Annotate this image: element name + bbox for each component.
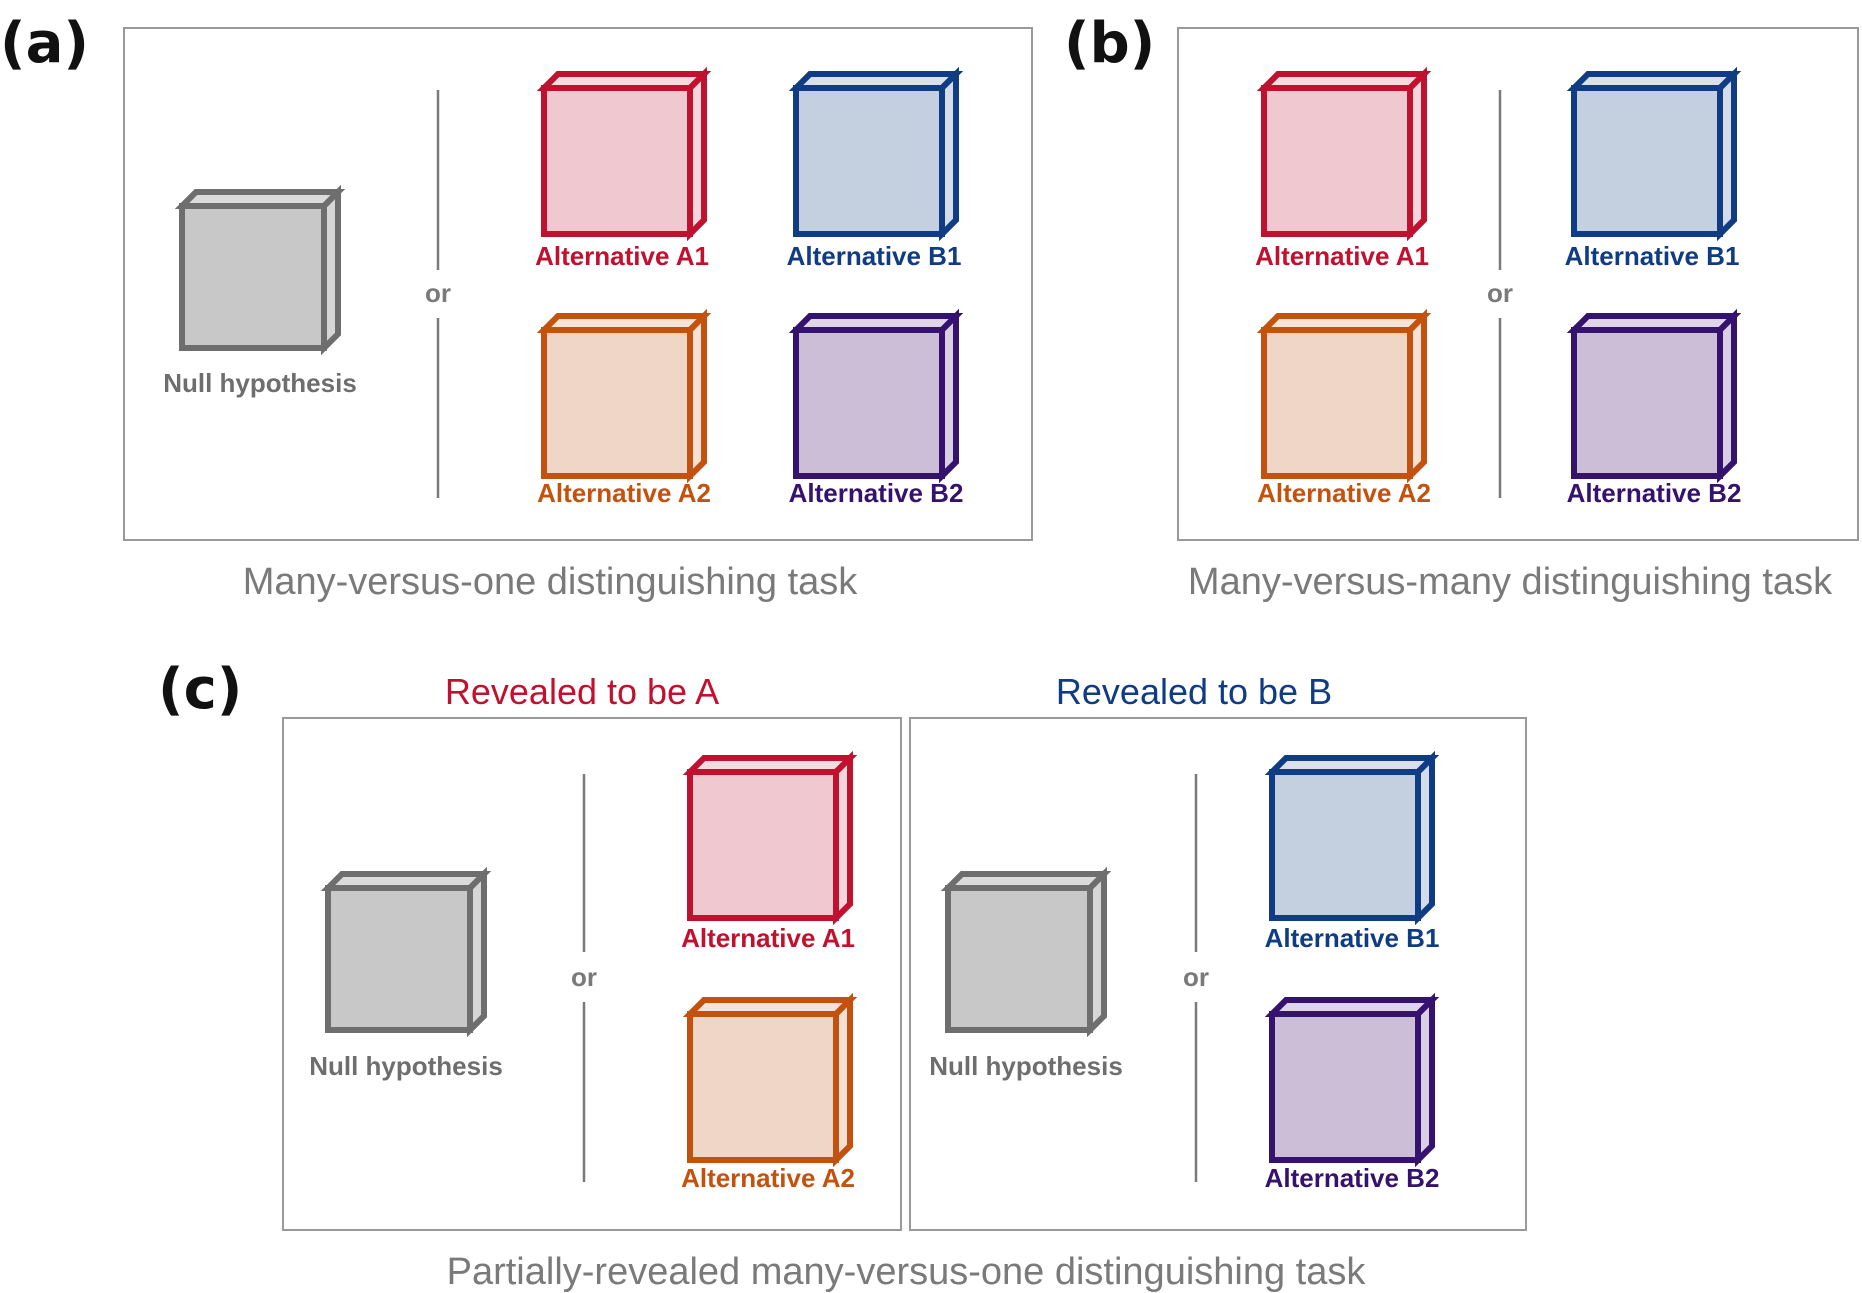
cube-front-face — [1269, 1011, 1421, 1163]
or-label: or — [1183, 962, 1209, 992]
panel-c-label: (c) — [158, 657, 242, 722]
cube-front-face — [793, 327, 945, 479]
null-hypothesis-label: Null hypothesis — [929, 1051, 1123, 1081]
revealed-b-frame — [909, 717, 1527, 1231]
null-hypothesis-cube — [940, 866, 1112, 1038]
alternative-a1-label: Alternative A1 — [681, 923, 855, 953]
alternative-a2-cube — [682, 992, 858, 1168]
cube-front-face — [325, 885, 473, 1033]
or-label: or — [571, 962, 597, 992]
alternative-a1-cube — [536, 66, 712, 242]
alternative-a2-cube — [1256, 308, 1432, 484]
alternative-b1-label: Alternative B1 — [787, 241, 962, 271]
alternative-a1-cube — [682, 750, 858, 926]
revealed-b-title: Revealed to be B — [1056, 671, 1332, 712]
alternative-b2-label: Alternative B2 — [1265, 1163, 1440, 1193]
or-label: or — [1487, 278, 1513, 308]
cube-front-face — [793, 85, 945, 237]
cube-front-face — [1571, 85, 1723, 237]
alternative-b2-cube — [1566, 308, 1742, 484]
alternative-b1-cube — [1264, 750, 1440, 926]
panel-b-caption: Many-versus-many distinguishing task — [1188, 561, 1833, 603]
null-hypothesis-label: Null hypothesis — [163, 368, 357, 398]
cube-front-face — [1269, 769, 1421, 921]
cube-front-face — [541, 327, 693, 479]
alternative-a1-label: Alternative A1 — [1255, 241, 1429, 271]
alternative-b2-cube — [1264, 992, 1440, 1168]
cube-front-face — [179, 203, 327, 351]
panel-b-frame — [1177, 27, 1859, 541]
null-hypothesis-cube — [320, 866, 492, 1038]
or-label: or — [425, 278, 451, 308]
alternative-a1-label: Alternative A1 — [535, 241, 709, 271]
alternative-b1-cube — [788, 66, 964, 242]
alternative-b1-label: Alternative B1 — [1565, 241, 1740, 271]
cube-front-face — [1261, 327, 1413, 479]
panel-a-frame — [123, 27, 1033, 541]
alternative-b2-cube — [788, 308, 964, 484]
panel-a-label: (a) — [0, 11, 89, 76]
panel-b-label: (b) — [1064, 11, 1155, 76]
cube-front-face — [1571, 327, 1723, 479]
alternative-a2-cube — [536, 308, 712, 484]
revealed-a-frame — [282, 717, 902, 1231]
alternative-a1-cube — [1256, 66, 1432, 242]
cube-front-face — [687, 1011, 839, 1163]
alternative-a2-label: Alternative A2 — [537, 478, 711, 508]
null-hypothesis-cube — [174, 184, 346, 356]
revealed-a-title: Revealed to be A — [445, 671, 719, 712]
alternative-a2-label: Alternative A2 — [1257, 478, 1431, 508]
null-hypothesis-label: Null hypothesis — [309, 1051, 503, 1081]
cube-front-face — [945, 885, 1093, 1033]
alternative-a2-label: Alternative A2 — [681, 1163, 855, 1193]
alternative-b1-cube — [1566, 66, 1742, 242]
cube-front-face — [687, 769, 839, 921]
alternative-b1-label: Alternative B1 — [1265, 923, 1440, 953]
cube-front-face — [541, 85, 693, 237]
panel-a-caption: Many-versus-one distinguishing task — [243, 561, 859, 603]
alternative-b2-label: Alternative B2 — [1567, 478, 1742, 508]
alternative-b2-label: Alternative B2 — [789, 478, 964, 508]
panel-c-caption: Partially-revealed many-versus-one disti… — [447, 1251, 1367, 1293]
cube-front-face — [1261, 85, 1413, 237]
